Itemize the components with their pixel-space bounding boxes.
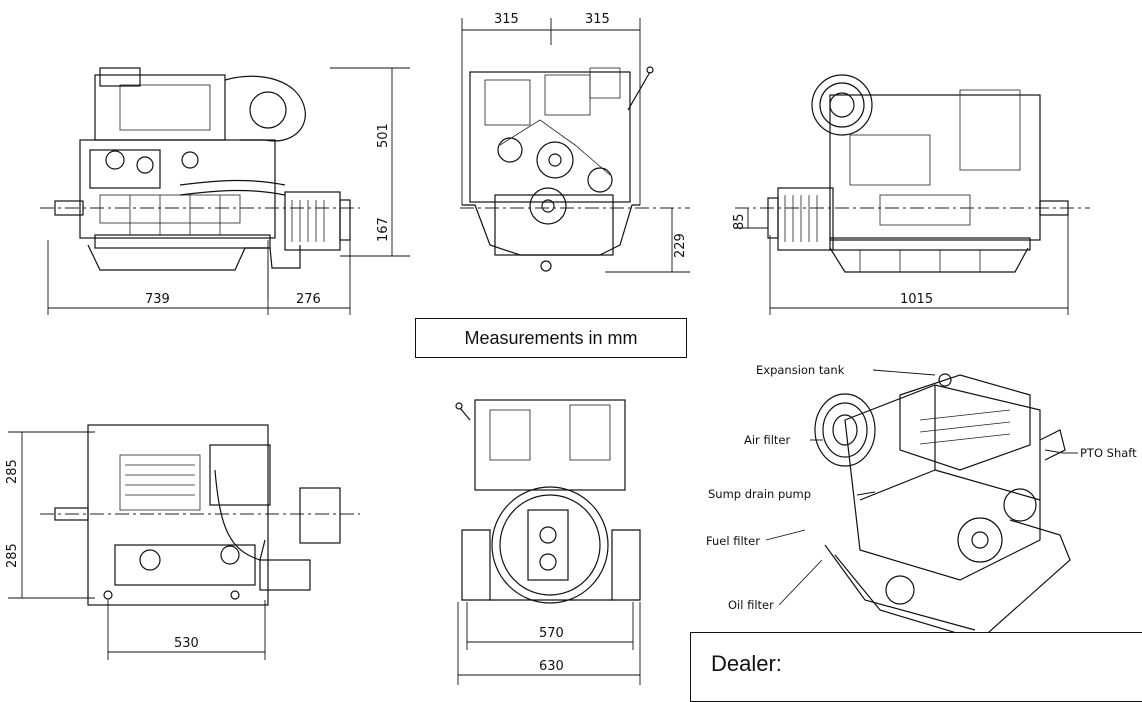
dim-top-upper: 285 [5, 459, 20, 484]
side-view-engine [40, 67, 360, 271]
dim-back-inner-width: 570 [539, 626, 564, 641]
isometric-view-engine [814, 373, 1071, 641]
dim-rear-height-lower: 85 [732, 213, 747, 230]
callout-sump-drain-pump: Sump drain pump [708, 487, 811, 501]
front-view-dimensions [605, 208, 690, 273]
dim-rear-width: 1015 [900, 292, 933, 307]
dim-side-gearbox: 276 [296, 292, 321, 307]
rear-view-engine [735, 74, 1090, 273]
dim-side-width: 739 [145, 292, 170, 307]
dim-side-height-lower: 167 [376, 217, 391, 242]
dim-top-width: 530 [174, 636, 199, 651]
dim-front-height-lower: 229 [673, 233, 688, 258]
measurements-note-text: Measurements in mm [464, 327, 638, 348]
dealer-label: Dealer: [711, 651, 782, 676]
dim-side-height-upper: 501 [376, 123, 391, 148]
callout-pto-shaft: PTO Shaft [1080, 446, 1137, 460]
dim-front-half-right: 315 [585, 12, 610, 27]
back-view-dimensions [457, 602, 641, 685]
engine-dimension-drawing: 739 276 501 167 315 315 229 [5, 12, 1137, 685]
rear-view-dimensions [735, 208, 1069, 315]
isometric-callout-lines [765, 369, 1078, 606]
dim-top-lower: 285 [5, 543, 20, 568]
dealer-box: Dealer: [690, 632, 1142, 702]
callout-oil-filter: Oil filter [728, 598, 774, 612]
back-view-engine [455, 399, 641, 604]
top-view-engine [40, 424, 360, 606]
measurements-note: Measurements in mm [415, 318, 687, 358]
callout-fuel-filter: Fuel filter [706, 534, 760, 548]
dim-front-half-left: 315 [494, 12, 519, 27]
top-view-dimensions [8, 431, 266, 660]
front-view-engine [460, 18, 690, 272]
callout-air-filter: Air filter [744, 433, 790, 447]
dim-back-outer-width: 630 [539, 659, 564, 674]
callout-expansion-tank: Expansion tank [756, 363, 845, 377]
side-view-dimensions [47, 67, 410, 315]
